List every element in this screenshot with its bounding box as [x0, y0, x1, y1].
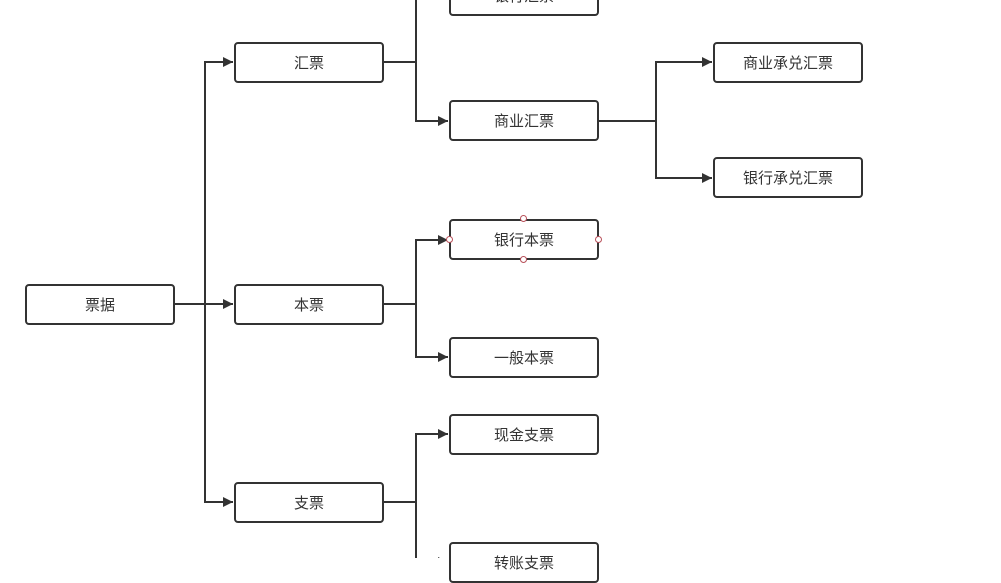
node-general-promissory[interactable]: 一般本票 [449, 337, 599, 378]
node-commercial-acceptance[interactable]: 商业承兑汇票 [713, 42, 863, 83]
node-promissory[interactable]: 本票 [234, 284, 384, 325]
node-bank-promissory[interactable]: 银行本票 [449, 219, 599, 260]
edge-draft-bank-draft [384, 0, 417, 63]
edge-cheque-cash [384, 429, 448, 503]
node-transfer-cheque[interactable]: 转账支票 [449, 542, 599, 583]
edge-bank-acceptance [655, 121, 712, 183]
edge-promissory-bank [384, 235, 448, 305]
selection-handle-right[interactable] [595, 236, 602, 243]
node-bank-acceptance[interactable]: 银行承兑汇票 [713, 157, 863, 198]
edge-promissory-general [415, 304, 448, 362]
node-root[interactable]: 票据 [25, 284, 175, 325]
node-draft[interactable]: 汇票 [234, 42, 384, 83]
edge-commercial-acceptance [599, 57, 712, 122]
selection-handle-top[interactable] [520, 215, 527, 222]
node-cash-cheque[interactable]: 现金支票 [449, 414, 599, 455]
edge-group [175, 0, 712, 558]
selection-handle-bottom[interactable] [520, 256, 527, 263]
node-commercial-draft[interactable]: 商业汇票 [449, 100, 599, 141]
edge-root-cheque [204, 304, 233, 507]
node-cheque[interactable]: 支票 [234, 482, 384, 523]
connector-layer [175, 0, 712, 558]
selection-handle-left[interactable] [446, 236, 453, 243]
edge-cheque-transfer [415, 502, 448, 558]
node-bank-draft[interactable]: 银行汇票 [449, 0, 599, 16]
edge-root-draft [175, 57, 233, 305]
edge-draft-commercial-draft [415, 62, 448, 126]
